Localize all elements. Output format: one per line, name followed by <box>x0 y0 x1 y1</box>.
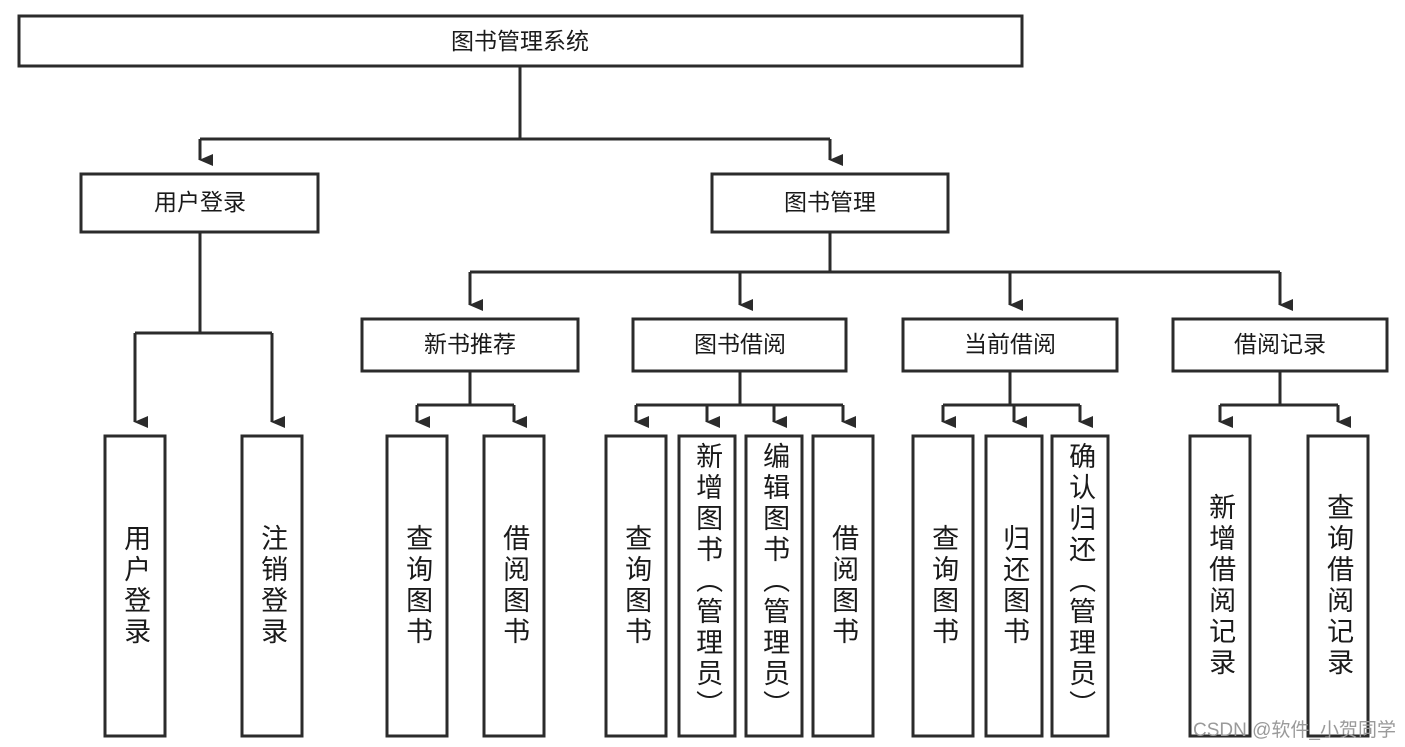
leaf-box-borrow-record-1[interactable] <box>1306 434 1370 738</box>
node-borrow-record-label: 借阅记录 <box>1234 331 1326 357</box>
node-new-book-recommend-box[interactable] <box>360 317 580 373</box>
node-book-borrow-label: 图书借阅 <box>694 331 786 357</box>
leaf-box-book-borrow-1[interactable] <box>677 434 737 738</box>
node-current-borrow-box[interactable] <box>901 317 1119 373</box>
leaf-box-new-book-1[interactable] <box>482 434 546 738</box>
node-book-manage-label: 图书管理 <box>784 189 876 215</box>
leaf-box-book-borrow-0[interactable] <box>604 434 668 738</box>
leaf-box-new-book-0[interactable] <box>385 434 449 738</box>
leaf-box-current-borrow-2[interactable] <box>1050 434 1110 738</box>
leaf-box-current-borrow-1[interactable] <box>984 434 1044 738</box>
node-new-book-recommend-label: 新书推荐 <box>424 331 516 357</box>
node-root-box[interactable] <box>17 14 1024 68</box>
leaf-box-borrow-record-0[interactable] <box>1188 434 1252 738</box>
node-current-borrow-label: 当前借阅 <box>964 331 1056 357</box>
leaf-box-user-login-0[interactable] <box>103 434 167 738</box>
node-user-login-label: 用户登录 <box>154 189 246 215</box>
node-root-label: 图书管理系统 <box>451 28 589 54</box>
leaf-box-book-borrow-3[interactable] <box>811 434 875 738</box>
leaf-box-current-borrow-0[interactable] <box>911 434 975 738</box>
leaf-box-book-borrow-2[interactable] <box>744 434 804 738</box>
leaf-box-user-login-1[interactable] <box>240 434 304 738</box>
node-user-login-box[interactable] <box>79 172 320 234</box>
